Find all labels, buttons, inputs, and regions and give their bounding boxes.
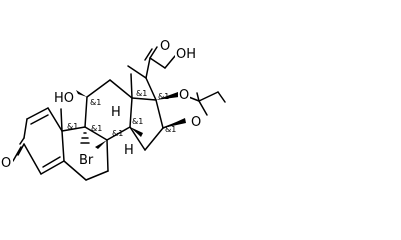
stereo-bonds [76,90,186,149]
molecule-structure: O O OH HO O O Br H H &1 &1 &1 &1 &1 &1 &… [0,38,226,181]
atom-hydroxyl-top: OH [176,47,196,62]
bond-lines [12,46,226,181]
stereo-label-c8: &1 [112,129,123,138]
atom-ester-oxygen: O [179,88,189,103]
stereo-descriptors: &1 &1 &1 &1 &1 &1 &1 &1 [67,89,176,138]
stereo-label-c9: &1 [91,124,102,133]
atom-ketone-oxygen: O [160,39,170,54]
stereo-label-c10: &1 [67,122,78,131]
atom-hydrogen-c14: H [124,143,134,158]
atom-labels: O O OH HO O O Br H H [0,38,202,171]
atom-bromine: Br [79,153,94,168]
stereo-label-c11: &1 [90,98,101,107]
stereo-label-c17: &1 [158,92,169,101]
stereo-label-c13: &1 [136,89,147,98]
atom-hydrogen-c8: H [111,105,121,120]
atom-hydroxyl-left: HO [54,91,74,106]
stereo-label-c14: &1 [132,117,143,126]
stereo-label-c16: &1 [165,125,176,134]
atom-ester-carbonyl-oxygen: O [191,115,201,130]
atom-c3-oxygen: O [1,156,11,171]
